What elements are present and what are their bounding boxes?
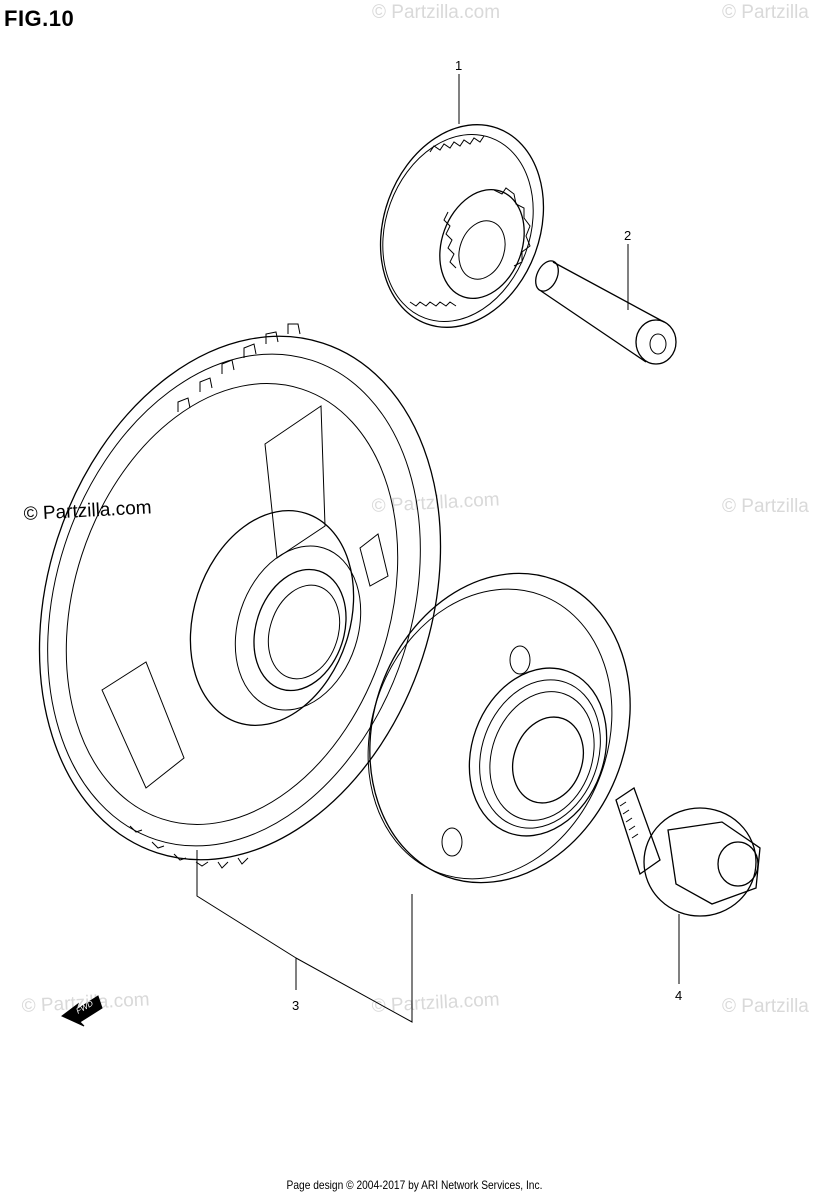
- watermark: © Partzilla.com: [372, 2, 500, 23]
- part-4-flange-bolt[interactable]: [615, 786, 761, 917]
- figure-title: FIG.10: [4, 6, 75, 31]
- part-1-idle-gear[interactable]: [353, 102, 571, 351]
- watermark: © Partzilla.com: [23, 497, 152, 525]
- callout-3: 3: [292, 998, 299, 1013]
- part-3-starter-gear[interactable]: [0, 284, 505, 912]
- watermark: © Partzilla: [722, 496, 809, 517]
- part-3-one-way-clutch[interactable]: [328, 536, 673, 919]
- watermark: © Partzilla.com: [371, 989, 500, 1017]
- callout-2: 2: [624, 228, 631, 243]
- watermark: © Partzilla: [722, 2, 809, 23]
- callout-leaders: [196, 74, 680, 1023]
- page-footer: Page design © 2004-2017 by ARI Network S…: [286, 1178, 543, 1192]
- callout-4: 4: [675, 988, 682, 1003]
- callout-1: 1: [455, 58, 462, 73]
- watermark: © Partzilla: [722, 996, 809, 1017]
- part-2-shaft[interactable]: [531, 257, 677, 365]
